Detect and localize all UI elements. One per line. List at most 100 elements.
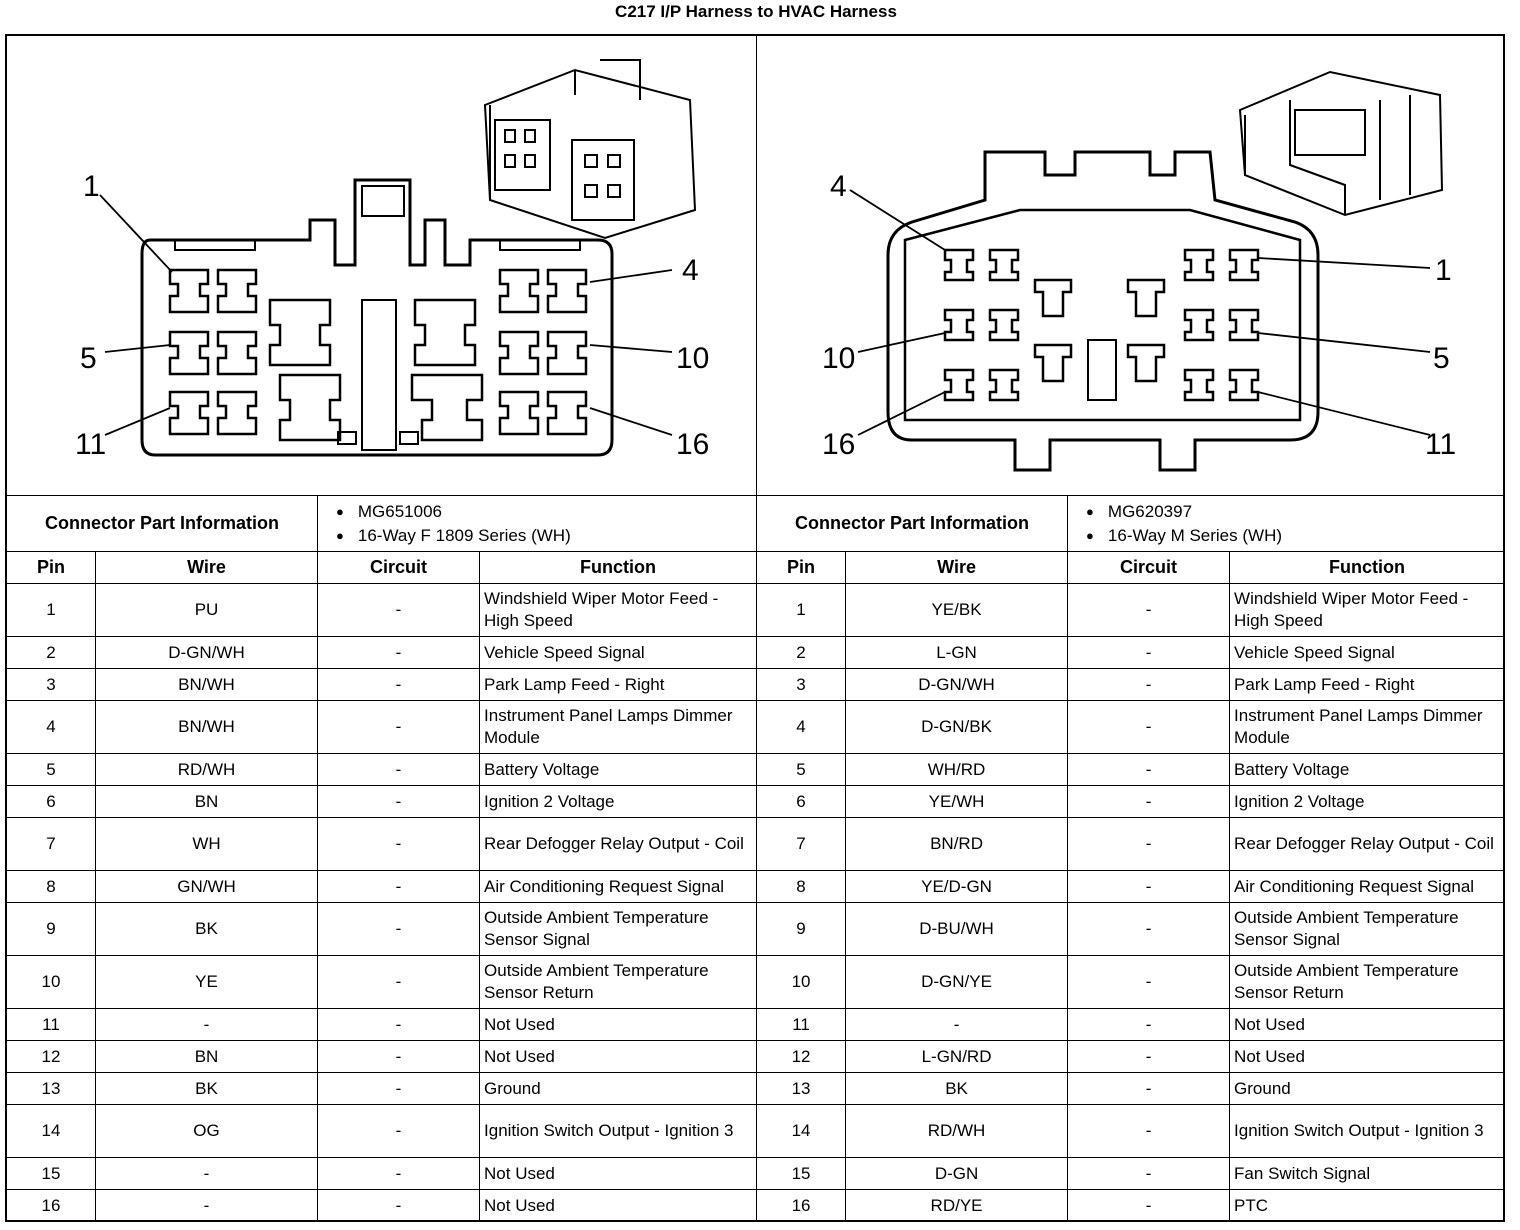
left-pin-cell: 1 xyxy=(6,583,96,637)
right-function-cell: Ground xyxy=(1229,1072,1506,1105)
terminal-cavity xyxy=(943,308,975,342)
right-callout-1: 1 xyxy=(1435,254,1452,287)
right-function-cell: Not Used xyxy=(1229,1040,1506,1073)
left-function-cell: Park Lamp Feed - Right xyxy=(479,668,758,701)
right-wire-cell: BK xyxy=(845,1072,1069,1105)
left-connector-face xyxy=(140,178,614,457)
terminal-cavity xyxy=(216,268,258,314)
left-wire-cell: YE xyxy=(94,955,319,1009)
right-pin-cell: 7 xyxy=(756,817,847,871)
left-wire-cell: BN/WH xyxy=(94,700,319,754)
page-title: C217 I/P Harness to HVAC Harness xyxy=(615,2,897,21)
pinout-table: Connector Part Information MG651006 16-W… xyxy=(5,495,1506,1222)
right-wire-cell: YE/WH xyxy=(845,785,1069,818)
right-pin-cell: 10 xyxy=(756,955,847,1009)
left-wire-cell: RD/WH xyxy=(94,753,319,786)
right-circuit-cell: - xyxy=(1067,668,1231,701)
right-circuit-cell: - xyxy=(1067,902,1231,956)
header-circuit: Circuit xyxy=(317,551,481,584)
right-circuit-cell: - xyxy=(1067,583,1231,637)
left-circuit-cell: - xyxy=(317,1189,481,1222)
left-wire-cell: BN xyxy=(94,1040,319,1073)
left-circuit-cell: - xyxy=(317,700,481,754)
right-callout-16: 16 xyxy=(822,428,855,461)
right-wire-cell: L-GN xyxy=(845,636,1069,669)
right-pin-cell: 11 xyxy=(756,1008,847,1041)
right-function-cell: Instrument Panel Lamps Dimmer Module xyxy=(1229,700,1506,754)
left-connector-cavities xyxy=(168,268,588,442)
left-wire-cell: BN xyxy=(94,785,319,818)
header-circuit: Circuit xyxy=(1067,551,1231,584)
left-function-cell: Ignition 2 Voltage xyxy=(479,785,758,818)
right-function-cell: Vehicle Speed Signal xyxy=(1229,636,1506,669)
left-function-cell: Outside Ambient Temperature Sensor Retur… xyxy=(479,955,758,1009)
left-pin-cell: 13 xyxy=(6,1072,96,1105)
header-wire: Wire xyxy=(94,551,319,584)
right-pin-cell: 1 xyxy=(756,583,847,637)
left-connector-iso-icon xyxy=(483,59,697,240)
terminal-cavity xyxy=(546,330,588,376)
right-function-cell: Ignition Switch Output - Ignition 3 xyxy=(1229,1104,1506,1158)
left-callout-11: 11 xyxy=(75,428,106,461)
right-function-cell: Rear Defogger Relay Output - Coil xyxy=(1229,817,1506,871)
terminal-cavity xyxy=(1183,308,1215,342)
right-circuit-cell: - xyxy=(1067,955,1231,1009)
left-pin-cell: 16 xyxy=(6,1189,96,1222)
left-circuit-cell: - xyxy=(317,1104,481,1158)
right-callout-11: 11 xyxy=(1425,428,1456,461)
right-wire-cell: D-GN/YE xyxy=(845,955,1069,1009)
left-callout-16: 16 xyxy=(676,428,709,461)
left-wire-cell: BK xyxy=(94,1072,319,1105)
left-wire-cell: - xyxy=(94,1189,319,1222)
terminal-cavity xyxy=(1033,343,1073,383)
left-function-cell: Not Used xyxy=(479,1040,758,1073)
left-wire-cell: OG xyxy=(94,1104,319,1158)
right-circuit-cell: - xyxy=(1067,1157,1231,1190)
right-wire-cell: YE/D-GN xyxy=(845,870,1069,903)
header-wire: Wire xyxy=(845,551,1069,584)
right-pin-cell: 12 xyxy=(756,1040,847,1073)
terminal-cavity xyxy=(1228,368,1260,402)
right-pin-cell: 9 xyxy=(756,902,847,956)
right-wire-cell: YE/BK xyxy=(845,583,1069,637)
right-function-cell: Not Used xyxy=(1229,1008,1506,1041)
diagram-divider xyxy=(756,34,757,495)
left-connector-info-label: Connector Part Information xyxy=(5,495,319,552)
left-circuit-cell: - xyxy=(317,1157,481,1190)
right-wire-cell: WH/RD xyxy=(845,753,1069,786)
right-connector-info-label: Connector Part Information xyxy=(756,495,1069,552)
right-pin-cell: 2 xyxy=(756,636,847,669)
right-part-number: MG620397 xyxy=(1086,500,1500,524)
right-pin-cell: 16 xyxy=(756,1189,847,1222)
left-circuit-cell: - xyxy=(317,870,481,903)
right-circuit-cell: - xyxy=(1067,636,1231,669)
left-circuit-cell: - xyxy=(317,785,481,818)
terminal-cavity xyxy=(1033,278,1073,318)
left-circuit-cell: - xyxy=(317,1072,481,1105)
right-function-cell: Fan Switch Signal xyxy=(1229,1157,1506,1190)
left-circuit-cell: - xyxy=(317,1008,481,1041)
right-circuit-cell: - xyxy=(1067,785,1231,818)
right-circuit-cell: - xyxy=(1067,1008,1231,1041)
left-part-number: MG651006 xyxy=(336,500,752,524)
left-pin-cell: 2 xyxy=(6,636,96,669)
right-circuit-cell: - xyxy=(1067,753,1231,786)
right-function-cell: Battery Voltage xyxy=(1229,753,1506,786)
left-pin-cell: 4 xyxy=(6,700,96,754)
left-pin-cell: 6 xyxy=(6,785,96,818)
header-function: Function xyxy=(479,551,758,584)
terminal-cavity xyxy=(1126,278,1166,318)
left-function-cell: Rear Defogger Relay Output - Coil xyxy=(479,817,758,871)
connector-info-row: Connector Part Information MG651006 16-W… xyxy=(5,495,1506,552)
right-connector-face xyxy=(886,150,1320,472)
right-function-cell: PTC xyxy=(1229,1189,1506,1222)
left-wire-cell: - xyxy=(94,1157,319,1190)
